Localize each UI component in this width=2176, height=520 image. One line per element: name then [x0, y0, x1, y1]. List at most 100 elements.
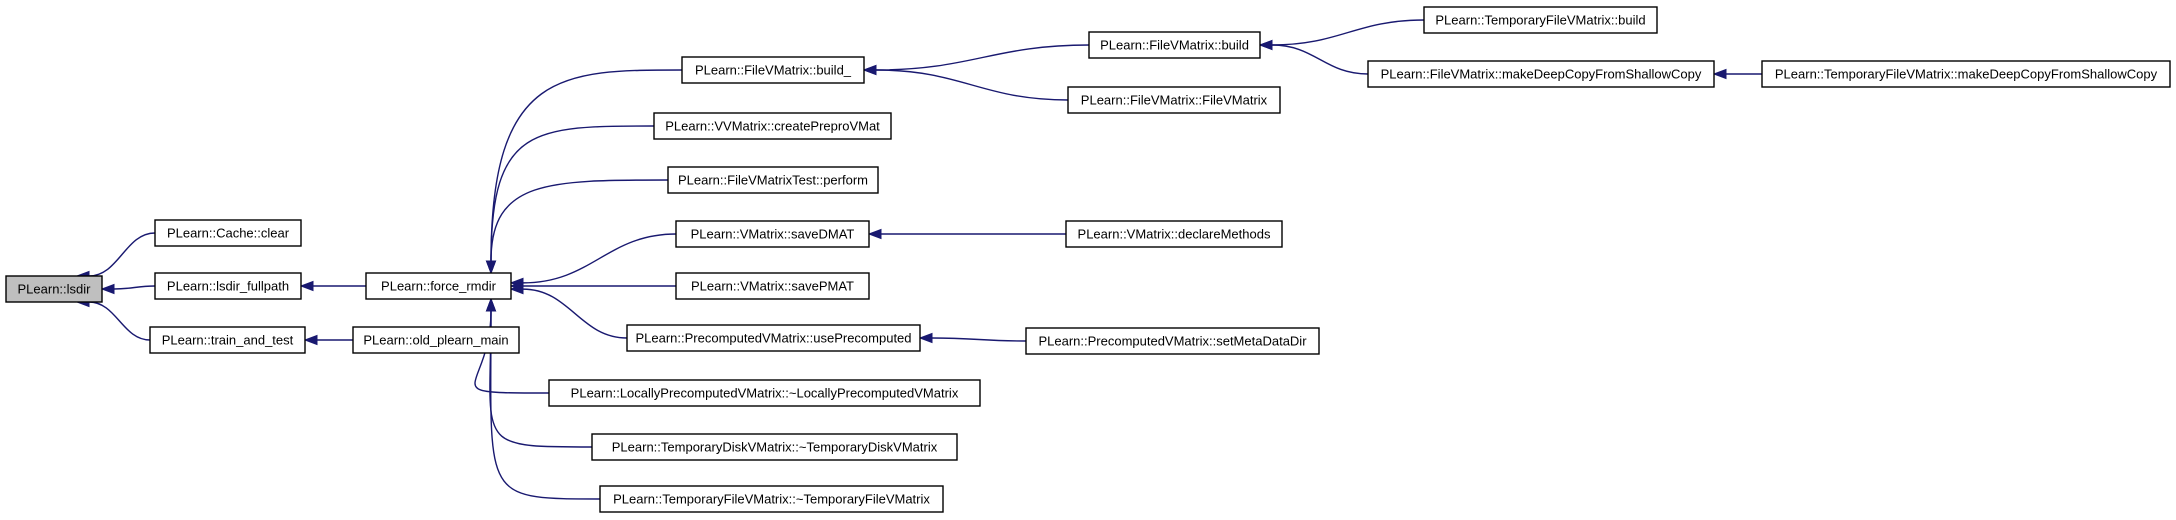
- arrowhead: [1258, 39, 1273, 51]
- node-vm-savepmat[interactable]: PLearn::VMatrix::savePMAT: [675, 272, 870, 300]
- edge-line: [522, 288, 628, 339]
- node-vm-declaremethods[interactable]: PLearn::VMatrix::declareMethods: [1065, 220, 1283, 248]
- node-cache-clear[interactable]: PLearn::Cache::clear: [154, 219, 302, 247]
- node-box: [626, 324, 921, 352]
- node-box: [548, 379, 981, 407]
- node-box: [1423, 6, 1658, 34]
- node-label: PLearn::Cache::clear: [167, 226, 290, 241]
- node-vvm-createpreprovmat[interactable]: PLearn::VVMatrix::createPreproVMat: [653, 112, 892, 140]
- node-label: PLearn::VMatrix::declareMethods: [1078, 227, 1271, 242]
- node-box: [1067, 86, 1281, 114]
- edge-tfvm-mdc-to-fvm-mdc: [1712, 68, 1762, 80]
- node-box: [154, 219, 302, 247]
- node-tfvm-mdc[interactable]: PLearn::TemporaryFileVMatrix::makeDeepCo…: [1761, 60, 2171, 88]
- edge-line: [875, 44, 1090, 71]
- edge-line: [88, 232, 156, 277]
- edge-layer: [75, 19, 1762, 500]
- node-lpvm-dtor[interactable]: PLearn::LocallyPrecomputedVMatrix::~Loca…: [548, 379, 981, 407]
- node-box: [653, 112, 892, 140]
- node-tdvm-dtor[interactable]: PLearn::TemporaryDiskVMatrix::~Temporary…: [591, 433, 958, 461]
- node-pvm-useprecomputed[interactable]: PLearn::PrecomputedVMatrix::usePrecomput…: [626, 324, 921, 352]
- arrowhead: [862, 64, 877, 76]
- edge-vm-declaremethods-to-vm-savedmat: [867, 228, 1066, 240]
- arrowhead: [485, 260, 497, 275]
- node-box: [1025, 327, 1320, 355]
- arrowhead: [299, 280, 314, 292]
- node-fvm-build-[interactable]: PLearn::FileVMatrix::build_: [681, 56, 865, 84]
- node-label: PLearn::TemporaryDiskVMatrix::~Temporary…: [612, 440, 938, 455]
- edge-line: [522, 233, 677, 284]
- node-label: PLearn::TemporaryFileVMatrix::makeDeepCo…: [1775, 67, 2158, 82]
- node-label: PLearn::lsdir: [18, 282, 92, 297]
- edge-lsdir-fullpath-to-lsdir: [100, 283, 156, 295]
- node-label: PLearn::FileVMatrix::build_: [695, 63, 852, 78]
- node-label: PLearn::force_rmdir: [381, 279, 497, 294]
- node-lsdir[interactable]: PLearn::lsdir: [5, 275, 103, 303]
- node-label: PLearn::VMatrix::saveDMAT: [691, 227, 855, 242]
- edge-line: [490, 310, 601, 500]
- edge-fvm-mdc-to-fvm-build: [1258, 39, 1369, 75]
- node-box: [591, 433, 958, 461]
- node-label: PLearn::old_plearn_main: [363, 333, 508, 348]
- node-pvm-setmetadatadir[interactable]: PLearn::PrecomputedVMatrix::setMetaDataD…: [1025, 327, 1320, 355]
- node-label: PLearn::FileVMatrix::FileVMatrix: [1081, 93, 1268, 108]
- node-box: [1065, 220, 1283, 248]
- edge-train-and-test-to-lsdir: [75, 296, 151, 341]
- node-label: PLearn::FileVMatrix::makeDeepCopyFromSha…: [1381, 67, 1702, 82]
- node-label: PLearn::FileVMatrixTest::perform: [678, 173, 868, 188]
- edge-fvm-build--to-force-rmdir: [485, 69, 683, 275]
- node-tfvm-dtor[interactable]: PLearn::TemporaryFileVMatrix::~Temporary…: [599, 485, 944, 513]
- edge-line: [931, 337, 1027, 342]
- arrowhead: [918, 332, 933, 344]
- node-box: [5, 275, 103, 303]
- node-label: PLearn::PrecomputedVMatrix::usePrecomput…: [635, 331, 911, 346]
- node-label: PLearn::lsdir_fullpath: [167, 279, 289, 294]
- node-train-and-test[interactable]: PLearn::train_and_test: [149, 326, 306, 354]
- edge-vvm-createpreprovmat-to-force-rmdir: [485, 125, 655, 275]
- node-force-rmdir[interactable]: PLearn::force_rmdir: [365, 272, 512, 300]
- edge-line: [490, 69, 683, 262]
- edge-line: [490, 125, 655, 262]
- node-box: [675, 272, 870, 300]
- node-label: PLearn::TemporaryFileVMatrix::~Temporary…: [613, 492, 930, 507]
- node-layer: PLearn::lsdirPLearn::Cache::clearPLearn:…: [5, 6, 2171, 513]
- arrowhead: [303, 334, 318, 346]
- node-fvm-build[interactable]: PLearn::FileVMatrix::build: [1088, 31, 1261, 59]
- edge-pvm-setmetadatadir-to-pvm-useprecomputed: [918, 332, 1027, 344]
- arrowhead: [100, 283, 115, 295]
- node-tfvm-build[interactable]: PLearn::TemporaryFileVMatrix::build: [1423, 6, 1658, 34]
- edge-tfvm-build-to-fvm-build: [1258, 19, 1425, 51]
- node-box: [667, 166, 879, 194]
- node-box: [352, 326, 520, 354]
- edge-line: [1271, 44, 1369, 75]
- node-fvmtest-perform[interactable]: PLearn::FileVMatrixTest::perform: [667, 166, 879, 194]
- node-label: PLearn::FileVMatrix::build: [1100, 38, 1249, 53]
- node-label: PLearn::LocallyPrecomputedVMatrix::~Loca…: [571, 386, 959, 401]
- node-box: [1367, 60, 1715, 88]
- edge-line: [875, 69, 1069, 101]
- node-fvm-ctor[interactable]: PLearn::FileVMatrix::FileVMatrix: [1067, 86, 1281, 114]
- edge-old-plearn-main-to-train-and-test: [303, 334, 353, 346]
- node-box: [149, 326, 306, 354]
- arrowhead: [867, 228, 882, 240]
- edge-tfvm-dtor-to-force-rmdir: [485, 297, 601, 500]
- node-fvm-mdc[interactable]: PLearn::FileVMatrix::makeDeepCopyFromSha…: [1367, 60, 1715, 88]
- node-vm-savedmat[interactable]: PLearn::VMatrix::saveDMAT: [675, 220, 870, 248]
- edge-fvmtest-perform-to-force-rmdir: [485, 179, 669, 275]
- edge-force-rmdir-to-lsdir-fullpath: [299, 280, 367, 292]
- node-box: [1761, 60, 2171, 88]
- node-box: [1088, 31, 1261, 59]
- arrowhead: [485, 297, 497, 312]
- node-box: [675, 220, 870, 248]
- edge-tdvm-dtor-to-force-rmdir: [485, 297, 593, 448]
- node-label: PLearn::VMatrix::savePMAT: [691, 279, 854, 294]
- node-label: PLearn::PrecomputedVMatrix::setMetaDataD…: [1038, 334, 1307, 349]
- edge-line: [88, 301, 151, 341]
- node-box: [681, 56, 865, 84]
- node-old-plearn-main[interactable]: PLearn::old_plearn_main: [352, 326, 520, 354]
- node-label: PLearn::train_and_test: [162, 333, 294, 348]
- edge-line: [1271, 19, 1425, 46]
- node-lsdir-fullpath[interactable]: PLearn::lsdir_fullpath: [154, 272, 302, 300]
- node-box: [599, 485, 944, 513]
